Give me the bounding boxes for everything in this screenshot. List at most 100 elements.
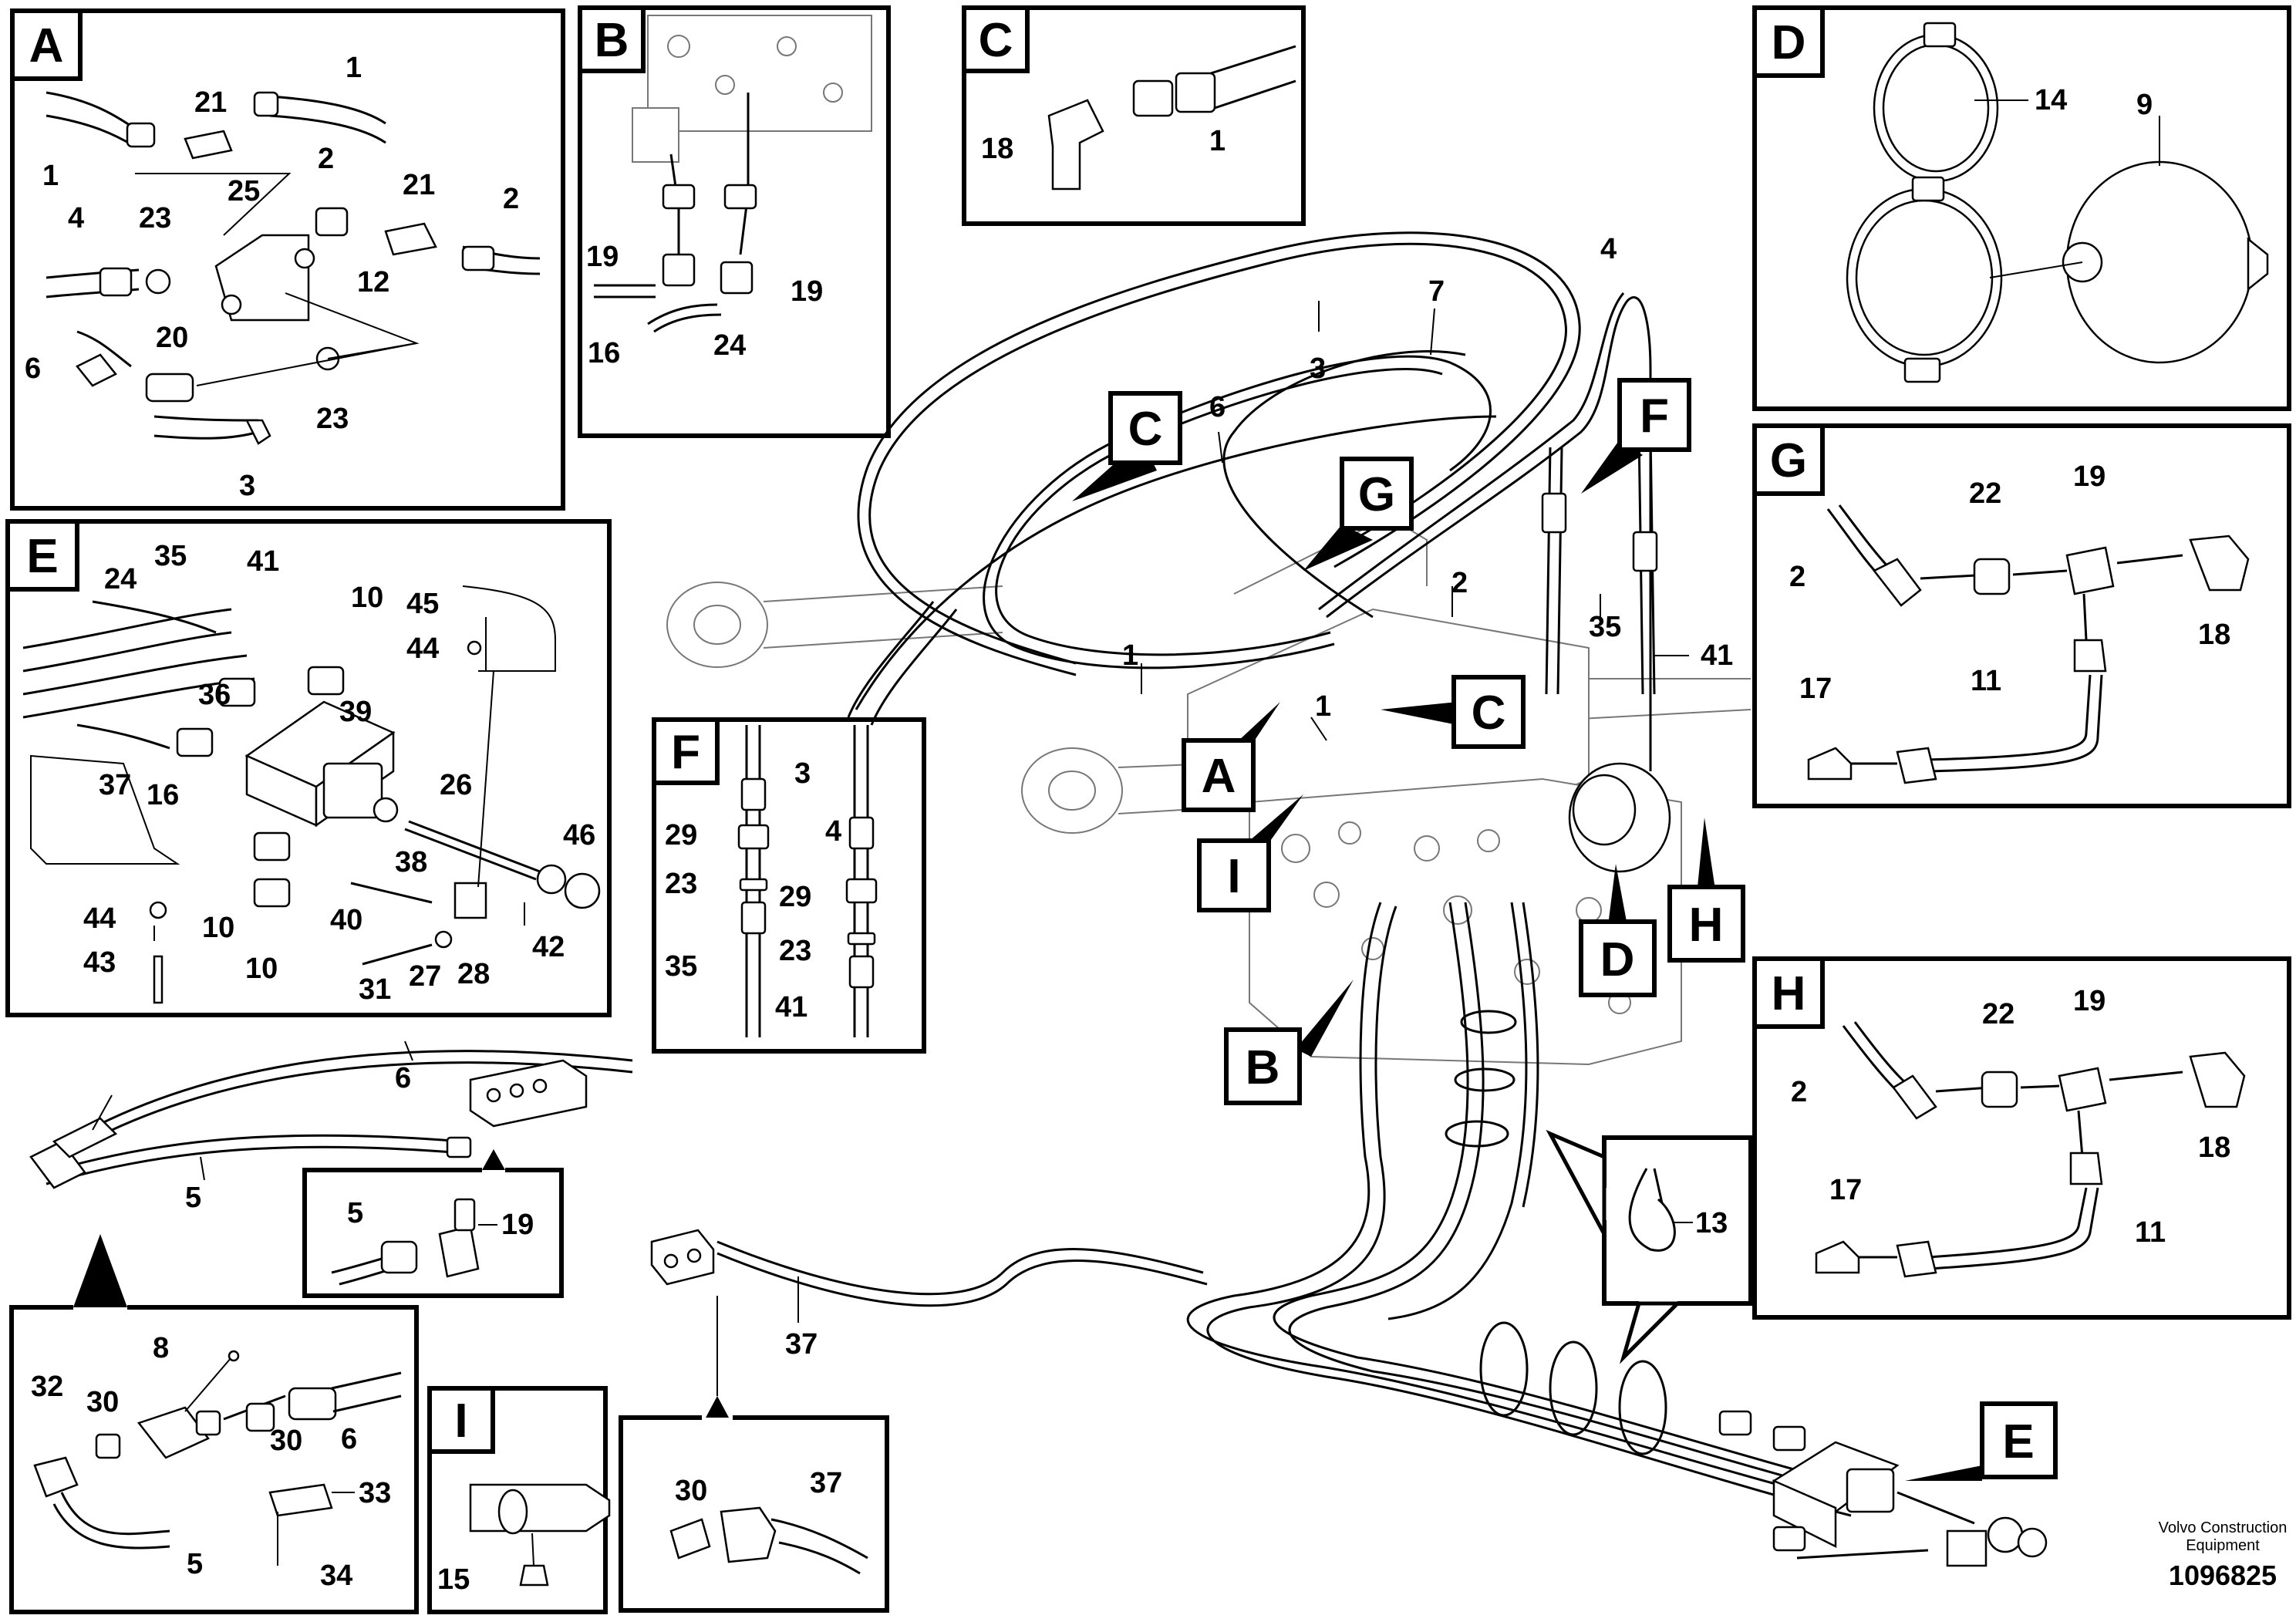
label: 7: [1428, 275, 1445, 308]
label: 18: [2198, 619, 2230, 651]
label: 41: [775, 991, 807, 1023]
label: 11: [2135, 1216, 2166, 1249]
label: 6: [25, 352, 41, 385]
callout-i: I: [1197, 794, 1303, 912]
label: 1: [1315, 690, 1331, 723]
label: 40: [330, 904, 362, 936]
label: 33: [359, 1477, 391, 1509]
panel-valve-8: 8 32 30 30 6 33 5 34: [9, 1234, 419, 1614]
label: 36: [198, 679, 231, 711]
label: 3: [239, 470, 255, 502]
label: 17: [1799, 673, 1832, 705]
callout-c-mid: C: [1381, 675, 1526, 749]
label: 2: [1789, 561, 1805, 593]
label: 8: [153, 1332, 169, 1364]
label: 28: [457, 958, 490, 990]
panel-a-tag: A: [29, 19, 64, 73]
label: 19: [501, 1209, 534, 1241]
label: 10: [351, 582, 383, 614]
label: 22: [1969, 477, 2001, 510]
label: 1: [42, 160, 59, 192]
label: 35: [665, 950, 697, 983]
label: 45: [406, 588, 439, 620]
label: 19: [2073, 460, 2106, 493]
label: 4: [68, 202, 84, 234]
label: 15: [437, 1563, 470, 1596]
label: 11: [1971, 665, 2001, 697]
callout-g: G: [1303, 457, 1414, 571]
label: 37: [785, 1328, 818, 1361]
panel-i: I 15: [427, 1386, 611, 1614]
label: 6: [1209, 391, 1226, 423]
label: 37: [99, 769, 131, 801]
panel-d-tag: D: [1772, 16, 1806, 69]
svg-text:G: G: [1358, 468, 1395, 521]
label: 13: [1695, 1207, 1728, 1239]
label: 38: [395, 846, 427, 878]
label: 5: [185, 1182, 201, 1214]
label: 5: [187, 1548, 203, 1580]
callout-d: D: [1579, 864, 1657, 997]
svg-text:D: D: [1600, 933, 1635, 986]
label: 2: [503, 183, 519, 215]
label: 41: [1701, 639, 1733, 672]
panel-c-tag: C: [979, 14, 1013, 67]
label: 46: [563, 819, 595, 851]
label: 5: [347, 1197, 363, 1229]
label: 19: [791, 275, 823, 308]
label: 24: [713, 329, 746, 362]
label: 42: [532, 931, 565, 963]
brand-line-1: Volvo Construction: [2159, 1519, 2288, 1536]
label: 30: [86, 1386, 119, 1418]
label: 24: [104, 563, 137, 595]
label: 41: [247, 545, 279, 578]
label: 43: [83, 946, 116, 979]
label: 23: [779, 935, 811, 967]
label: 44: [406, 632, 439, 665]
label: 16: [147, 779, 179, 811]
label: 32: [31, 1371, 63, 1403]
panel-a: A 1 1 21 25 2 21: [10, 8, 565, 511]
label: 39: [339, 696, 372, 728]
svg-text:F: F: [1640, 389, 1669, 443]
panel-tie-13: 13: [1546, 1129, 1753, 1364]
callout-b: B: [1224, 980, 1354, 1105]
panel-e-tag: E: [26, 530, 58, 583]
label: 23: [316, 403, 349, 435]
label: 9: [2136, 89, 2153, 121]
svg-text:H: H: [1689, 899, 1724, 952]
callout-c-top: C: [1072, 391, 1182, 501]
label: 19: [2073, 985, 2106, 1017]
label: 6: [395, 1062, 411, 1094]
label: 22: [1982, 998, 2014, 1030]
panel-e: E 24 35 41 10: [5, 519, 612, 1017]
svg-text:I: I: [1227, 850, 1240, 903]
label: 14: [2035, 84, 2067, 116]
label: 30: [270, 1425, 302, 1457]
label: 21: [194, 86, 227, 119]
callout-h: H: [1667, 818, 1745, 963]
label: 18: [2198, 1131, 2230, 1164]
label: 6: [341, 1423, 357, 1455]
label: 35: [154, 540, 187, 572]
panel-g: G 2 22 19 18 17 11: [1752, 423, 2291, 808]
label: 10: [202, 912, 234, 944]
panel-f: F 3 29 4 23 29 35 23 41: [652, 717, 926, 1054]
label: 17: [1829, 1174, 1862, 1206]
callout-a: A: [1182, 702, 1280, 812]
svg-text:E: E: [2002, 1415, 2034, 1469]
panel-d: D 14 9: [1752, 5, 2291, 411]
panel-g-tag: G: [1770, 434, 1807, 487]
label: 18: [981, 133, 1013, 165]
label: 2: [1791, 1076, 1807, 1108]
label: 29: [779, 881, 811, 913]
brand-line-2: Equipment: [2186, 1537, 2260, 1554]
label: 21: [403, 169, 435, 201]
footer: Volvo Construction Equipment 1096825: [2159, 1519, 2288, 1591]
drawing-number: 1096825: [2169, 1560, 2277, 1591]
label: 2: [1451, 567, 1468, 599]
label: 44: [83, 902, 116, 935]
label: 4: [1600, 233, 1617, 265]
label: 30: [675, 1475, 707, 1507]
